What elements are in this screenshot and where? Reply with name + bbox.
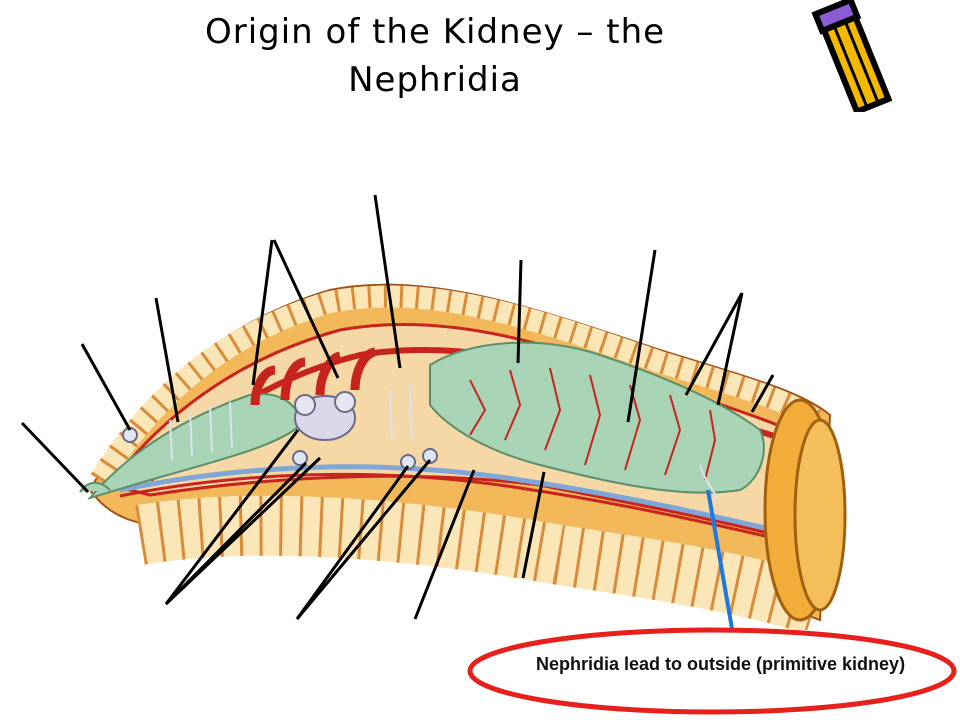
- nephridia-pointer: [706, 489, 735, 630]
- title-line-1: Origin of the Kidney – the: [204, 12, 666, 52]
- title-line-2: Nephridia: [348, 60, 522, 100]
- label-lines: [20, 194, 775, 620]
- worm-body: [79, 283, 847, 630]
- earthworm-diagram: [20, 194, 847, 630]
- pencil-icon: [811, 0, 893, 112]
- slide-title: Origin of the Kidney – the Nephridia: [150, 8, 720, 104]
- callout-label: Nephridia lead to outside (primitive kid…: [536, 654, 906, 674]
- callout-highlight: [467, 627, 957, 715]
